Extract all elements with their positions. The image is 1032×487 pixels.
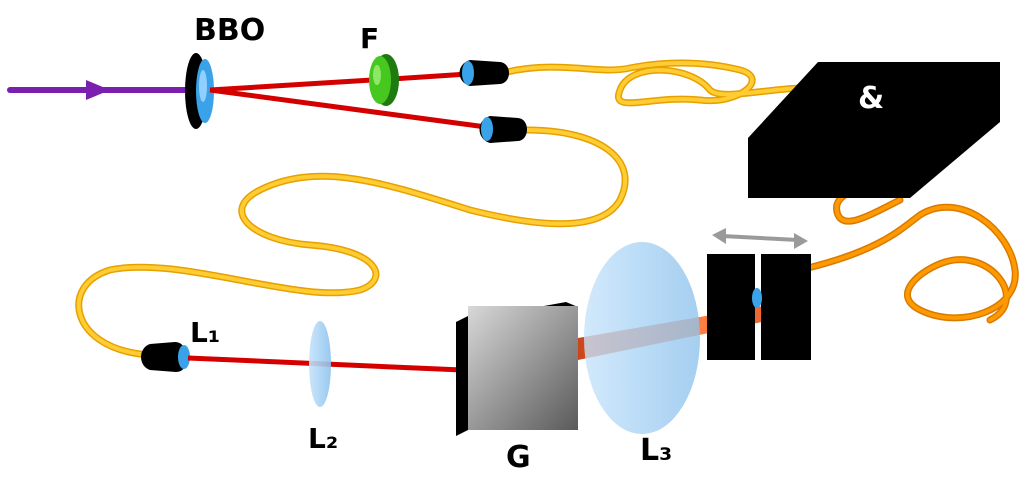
label-l1: L₁: [190, 316, 220, 349]
slit-detector: [707, 254, 811, 360]
double-arrow-icon: [712, 228, 808, 249]
bbo-crystal: [185, 53, 214, 129]
label-l2: L₂: [308, 422, 338, 455]
lens-l3: [584, 242, 700, 434]
signal-beams: [209, 71, 487, 130]
label-filter: F: [360, 22, 379, 55]
label-l3: L₃: [640, 433, 672, 468]
filter: [369, 54, 399, 106]
grating: [456, 302, 578, 436]
fiber-top-loop: [503, 59, 804, 107]
label-bbo: BBO: [194, 13, 265, 48]
pump-beam: [7, 80, 189, 100]
coupler-middle: [479, 116, 527, 143]
label-grating: G: [506, 440, 531, 475]
coincidence-box: [748, 62, 1000, 198]
coupler-top: [459, 60, 509, 86]
label-coincidence: &: [858, 81, 884, 116]
lens-l2: [309, 321, 331, 407]
fiber-detector-to-box: [804, 182, 1019, 324]
pump-arrow-icon: [86, 80, 110, 100]
coupler-l1: [141, 342, 190, 372]
fiber-long-loop: [75, 126, 629, 360]
